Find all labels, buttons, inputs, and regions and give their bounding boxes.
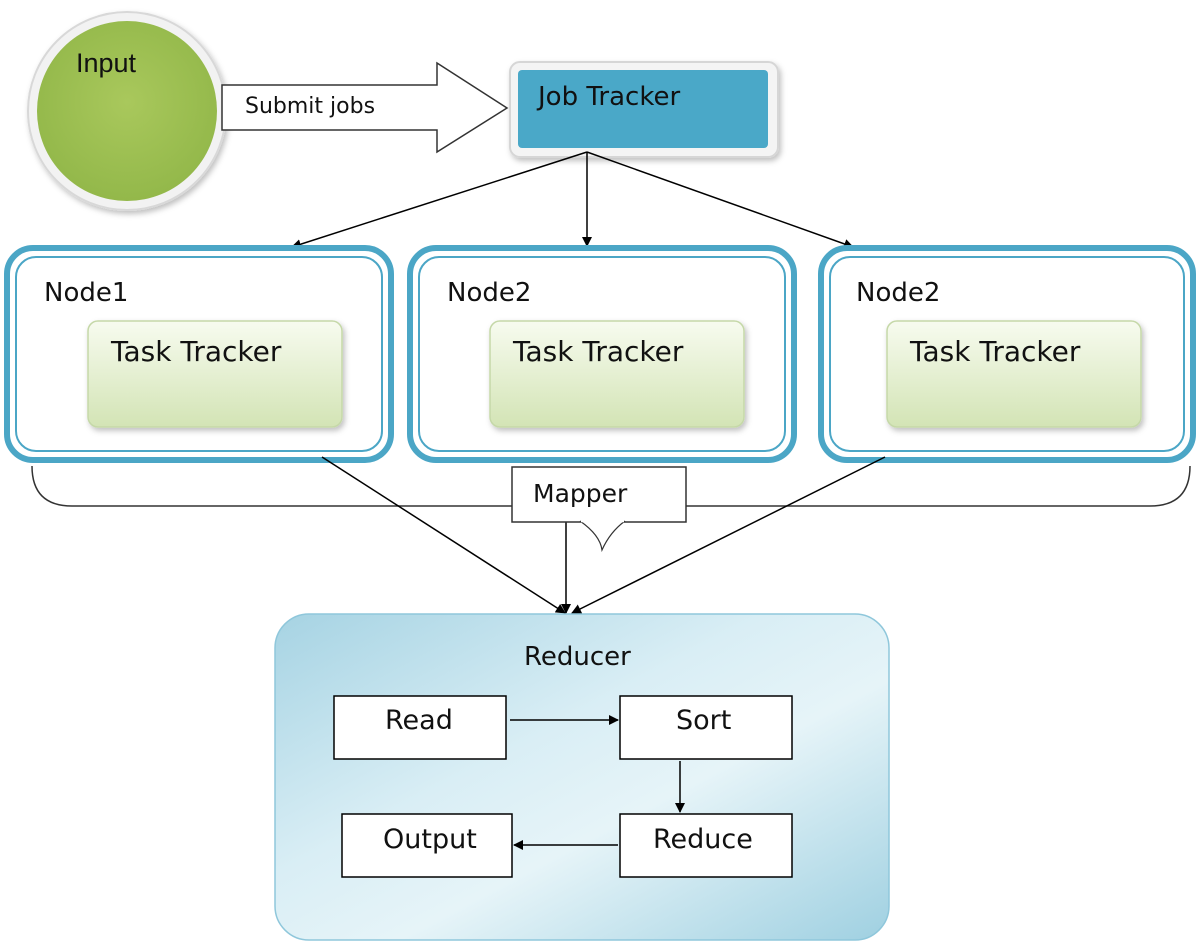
reducer-label: Reducer [524, 642, 631, 672]
task-tracker-box-2 [489, 320, 745, 428]
input-label: Input [76, 48, 137, 78]
output-label: Output [383, 824, 477, 855]
node-box-3 [818, 245, 1196, 463]
node2-label: Node2 [447, 278, 532, 308]
node-box-1 [4, 245, 394, 463]
node3-to-reducer-arrow [571, 456, 886, 614]
job-tracker-box [509, 61, 779, 158]
submit-jobs-arrow [221, 61, 509, 154]
job-to-node1-arrow [291, 151, 588, 250]
node-box-2 [407, 245, 797, 463]
job-tracker-label: Job Tracker [538, 82, 681, 112]
node3-label: Node2 [856, 278, 941, 308]
reduce-label: Reduce [653, 824, 753, 855]
task-tracker-label-3: Task Tracker [910, 335, 1081, 368]
task-tracker-box-3 [886, 320, 1142, 428]
sort-box [619, 695, 793, 760]
submit-jobs-label: Submit jobs [245, 94, 376, 119]
node1-to-reducer-arrow [321, 456, 566, 614]
read-box [333, 695, 507, 760]
node1-label: Node1 [44, 278, 129, 308]
output-box [341, 813, 513, 878]
mapper-callout [511, 466, 687, 553]
sort-label: Sort [676, 705, 732, 736]
task-tracker-label-2: Task Tracker [513, 335, 684, 368]
task-tracker-box-1 [87, 320, 343, 428]
mapper-label: Mapper [533, 479, 628, 508]
input-node [27, 11, 227, 211]
reduce-box [619, 813, 793, 878]
read-label: Read [385, 705, 453, 736]
task-tracker-label-1: Task Tracker [111, 335, 282, 368]
mapper-brace [31, 465, 1191, 507]
job-to-node3-arrow [586, 151, 854, 249]
